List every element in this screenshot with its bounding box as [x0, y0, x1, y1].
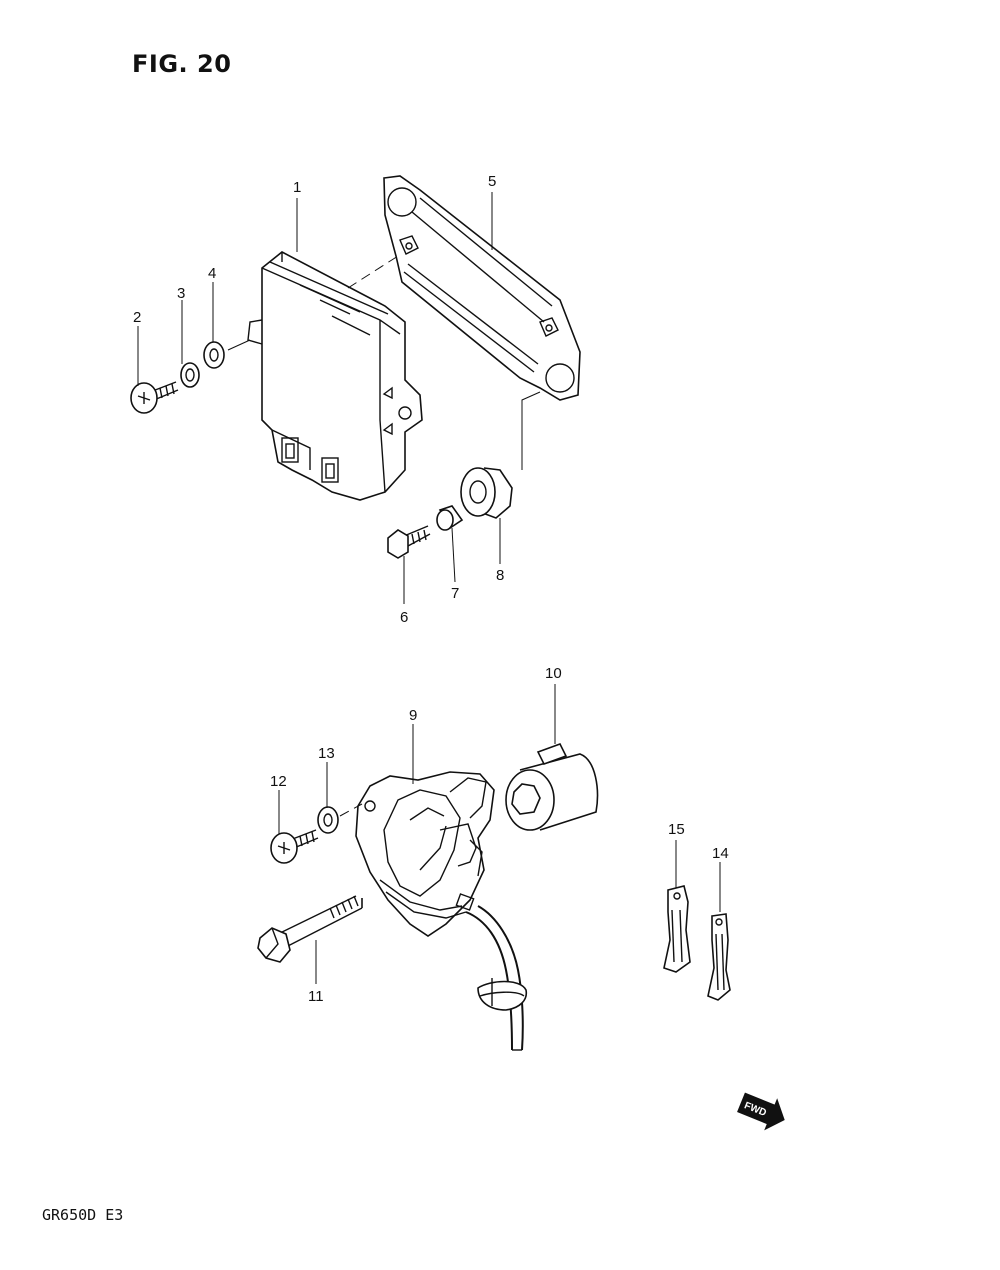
screw-2 [130, 381, 179, 414]
control-unit [247, 251, 423, 501]
callout-10: 10 [545, 665, 562, 682]
model-code: GR650D E3 [42, 1206, 124, 1224]
callout-leaders [137, 192, 721, 984]
clamp-15 [663, 885, 691, 973]
washer-13 [317, 806, 339, 834]
callout-11: 11 [308, 988, 324, 1005]
signal-generator [355, 771, 528, 1051]
callout-7: 7 [451, 585, 459, 602]
callout-9: 9 [409, 707, 417, 724]
callout-12: 12 [270, 773, 287, 790]
callout-13: 13 [318, 745, 335, 762]
bolt-11 [257, 895, 363, 963]
mounting-bracket [383, 175, 581, 401]
callout-14: 14 [712, 845, 729, 862]
washer-4 [203, 341, 225, 369]
screw-12 [270, 829, 319, 864]
collar-7 [436, 505, 464, 531]
lock-washer-3 [180, 362, 200, 388]
callout-4: 4 [208, 265, 216, 282]
callout-15: 15 [668, 821, 685, 838]
grommet-8 [460, 467, 513, 519]
clamp-14 [707, 913, 731, 1001]
bolt-6 [387, 525, 431, 559]
callout-5: 5 [488, 173, 496, 190]
cylinder-unit-10 [505, 743, 599, 831]
callout-2: 2 [133, 309, 141, 326]
callout-6: 6 [400, 609, 408, 626]
figure-title: FIG. 20 [132, 50, 232, 78]
callout-1: 1 [293, 179, 301, 196]
callout-8: 8 [496, 567, 504, 584]
callout-3: 3 [177, 285, 185, 302]
forward-arrow-icon: FWD [737, 1092, 785, 1131]
